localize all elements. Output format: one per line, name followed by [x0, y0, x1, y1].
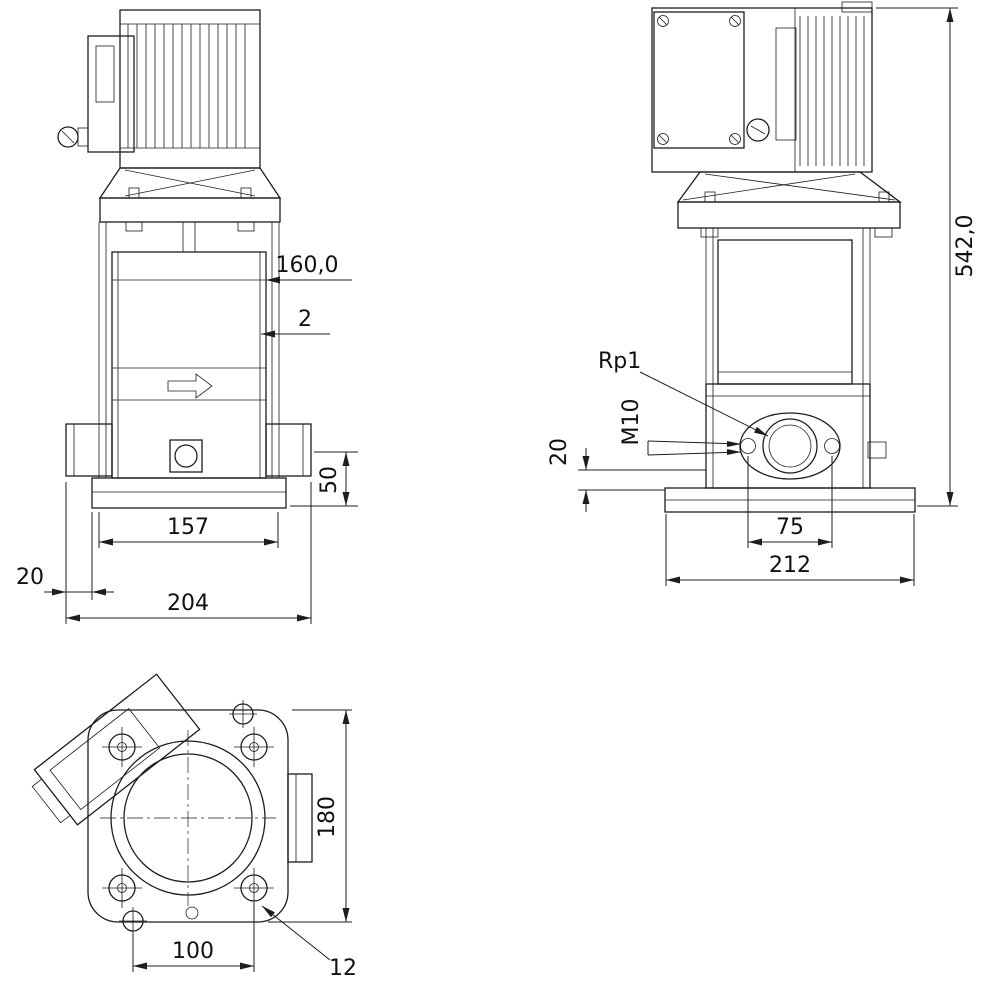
- dim-100: 100: [132, 903, 255, 972]
- tie-rods: [98, 222, 280, 478]
- dim-12: 12: [261, 905, 357, 981]
- center-lines: [100, 730, 276, 906]
- dim-label-100: 100: [172, 939, 214, 964]
- bolt-hole: [740, 438, 756, 454]
- dim-50: 50: [290, 451, 358, 507]
- oval-port-flange: [739, 412, 841, 480]
- motor: [119, 9, 261, 169]
- motor-side: [651, 1, 873, 173]
- dim-2: 2: [261, 307, 330, 338]
- pump-bore-outer: [110, 740, 266, 896]
- motor-fins: [799, 16, 865, 166]
- terminal-screws: [657, 15, 741, 145]
- terminal-box-plan: [31, 673, 201, 826]
- dim-label-12: 12: [329, 956, 357, 981]
- top-view: 180 100 12: [31, 673, 357, 981]
- dim-label-160: 160,0: [276, 253, 339, 278]
- dim-20-side: 20: [547, 438, 706, 512]
- dim-label-75: 75: [776, 515, 804, 540]
- small-hole: [119, 907, 147, 935]
- bolt-hole: [824, 438, 840, 454]
- dim-204: 204: [66, 482, 312, 624]
- corner-bolt-hole: [234, 868, 274, 908]
- dim-160: 160,0: [266, 253, 352, 284]
- small-hole: [185, 906, 199, 920]
- flange-body: [87, 700, 313, 935]
- flange-plate: [677, 201, 901, 229]
- dim-label-212: 212: [769, 553, 811, 578]
- base-plate-side: [664, 487, 916, 513]
- pump-column: [98, 222, 280, 479]
- dim-label-180: 180: [315, 796, 340, 838]
- dim-label-542: 542,0: [953, 215, 978, 278]
- corner-bolt-hole: [102, 868, 142, 908]
- front-view: 160,0 2 50 157 20: [16, 9, 358, 624]
- dim-label-50: 50: [317, 466, 342, 494]
- dim-label-2: 2: [298, 307, 312, 332]
- lantern: [98, 167, 282, 253]
- dim-label-157: 157: [167, 515, 209, 540]
- side-flange: [287, 773, 313, 863]
- flange-plate: [99, 197, 281, 223]
- dim-label-20: 20: [16, 565, 44, 590]
- dim-label-20-side: 20: [547, 438, 572, 466]
- nut: [700, 227, 719, 238]
- bolt-thread-label: M10: [619, 399, 644, 446]
- base-plate: [91, 477, 287, 509]
- corner-bolt-hole: [234, 727, 274, 767]
- lantern-side: [676, 171, 902, 238]
- corner-bolt-hole: [102, 727, 142, 767]
- ports: [65, 423, 312, 477]
- tie-rods: [705, 228, 871, 488]
- terminal-box-face: [653, 11, 745, 149]
- port-right: [265, 423, 312, 477]
- dim-20-front: 20: [16, 482, 114, 624]
- dim-212: 212: [665, 514, 915, 586]
- port-thread-label: Rp1: [598, 349, 641, 374]
- drain-plug: [169, 439, 203, 473]
- dim-157: 157: [98, 512, 279, 548]
- nut: [125, 221, 143, 232]
- screw-head: [57, 126, 79, 148]
- port-left: [65, 423, 113, 477]
- small-hole: [229, 700, 257, 728]
- plug: [867, 441, 887, 459]
- nut: [237, 221, 255, 232]
- pump-column-side: [705, 228, 887, 489]
- dim-542: 542,0: [876, 7, 978, 507]
- motor-fins: [127, 24, 246, 148]
- screw-head: [746, 118, 770, 142]
- nut: [874, 227, 893, 238]
- label-rp1: Rp1: [598, 349, 769, 437]
- dim-label-204: 204: [167, 591, 209, 616]
- dim-75: 75: [747, 456, 833, 548]
- dim-180: 180: [268, 709, 352, 923]
- pump-bore-inner: [123, 753, 253, 883]
- flow-arrow-icon: [167, 373, 213, 399]
- terminal-box: [57, 35, 135, 153]
- side-view: 542,0 Rp1 M10 20: [547, 1, 978, 586]
- label-m10: M10: [619, 399, 742, 456]
